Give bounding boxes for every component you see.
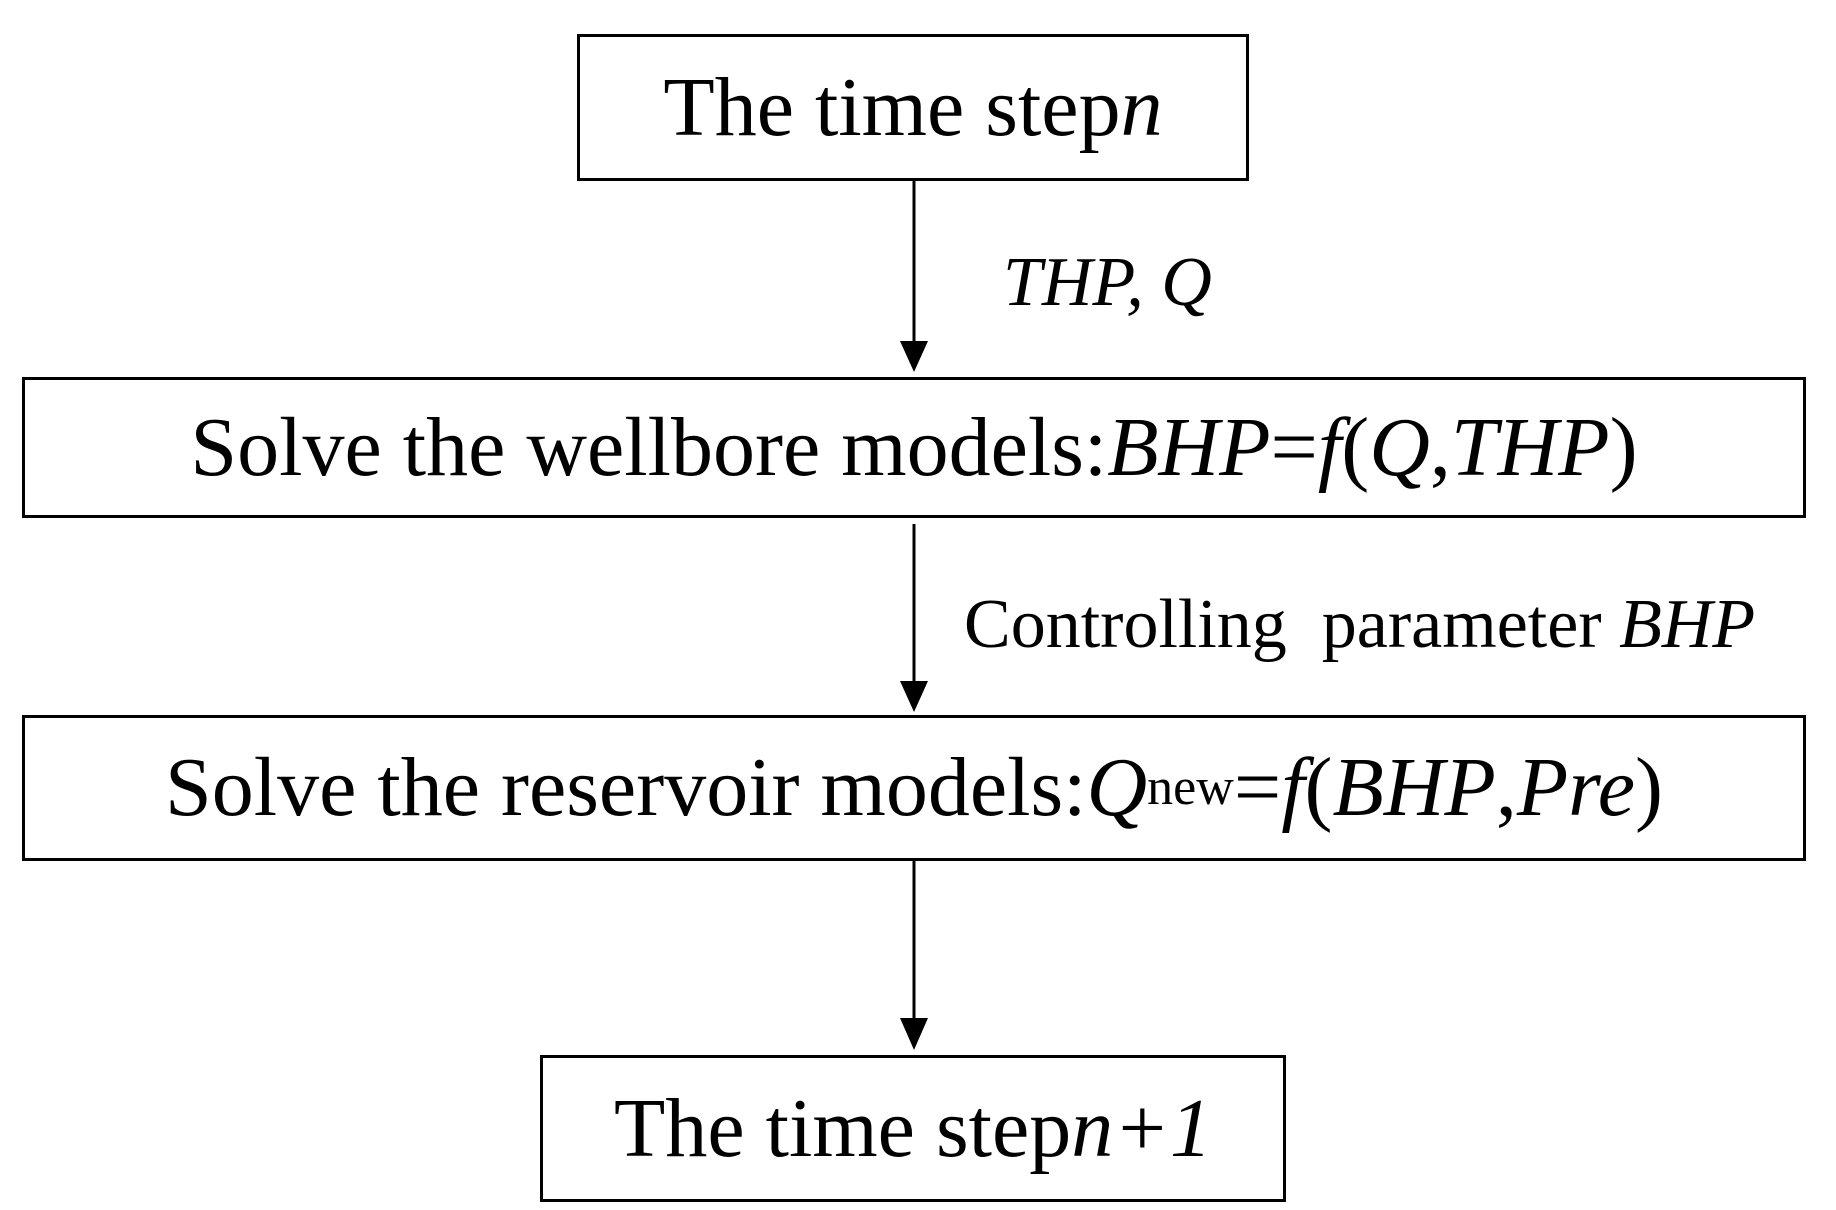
node-time-step-n1-var: n+1 xyxy=(1071,1081,1212,1175)
arrow-wellbore-to-reservoir xyxy=(900,524,928,712)
node-wellbore-open: ( xyxy=(1341,400,1370,494)
node-wellbore-eq: = xyxy=(1270,400,1318,494)
node-reservoir-arg1: BHP xyxy=(1332,741,1496,834)
node-wellbore-comma: , xyxy=(1429,400,1451,494)
node-time-step-n-text: The time step xyxy=(663,60,1121,154)
node-time-step-n1-text: The time step xyxy=(614,1081,1072,1175)
arrow-reservoir-to-n1 xyxy=(900,861,928,1050)
node-time-step-n-var: n xyxy=(1120,60,1163,154)
edge-label-controlling-var: BHP xyxy=(1619,586,1756,663)
edge-label-thp-q: THP, Q xyxy=(1003,244,1212,321)
node-reservoir-lhs-sub: new xyxy=(1147,759,1234,816)
arrow-n-to-wellbore xyxy=(900,181,928,372)
edge-label-controlling-text: Controlling parameter xyxy=(964,586,1620,663)
node-wellbore-arg2: THP xyxy=(1450,400,1610,494)
node-reservoir-lhs: Q xyxy=(1086,741,1148,834)
edge-label-controlling-parameter: Controlling parameter BHP xyxy=(964,590,1755,660)
node-reservoir-text: Solve the reservoir models: xyxy=(165,741,1087,834)
node-wellbore-close: ) xyxy=(1609,400,1638,494)
node-wellbore-lhs: BHP xyxy=(1107,400,1271,494)
node-time-step-n: The time step n xyxy=(577,34,1249,181)
node-reservoir-close: ) xyxy=(1634,741,1663,834)
node-wellbore-func: f xyxy=(1317,400,1342,494)
node-reservoir-func: f xyxy=(1281,741,1305,834)
node-solve-wellbore: Solve the wellbore models: BHP = f (Q, T… xyxy=(22,377,1806,518)
node-reservoir-eq: = xyxy=(1233,741,1282,834)
node-reservoir-comma: , xyxy=(1495,741,1517,834)
node-reservoir-arg2: Pre xyxy=(1516,741,1635,834)
node-wellbore-arg1: Q xyxy=(1369,400,1430,494)
node-time-step-n-plus-1: The time step n+1 xyxy=(540,1055,1286,1202)
node-wellbore-text: Solve the wellbore models: xyxy=(190,400,1108,494)
node-reservoir-open: ( xyxy=(1304,741,1333,834)
